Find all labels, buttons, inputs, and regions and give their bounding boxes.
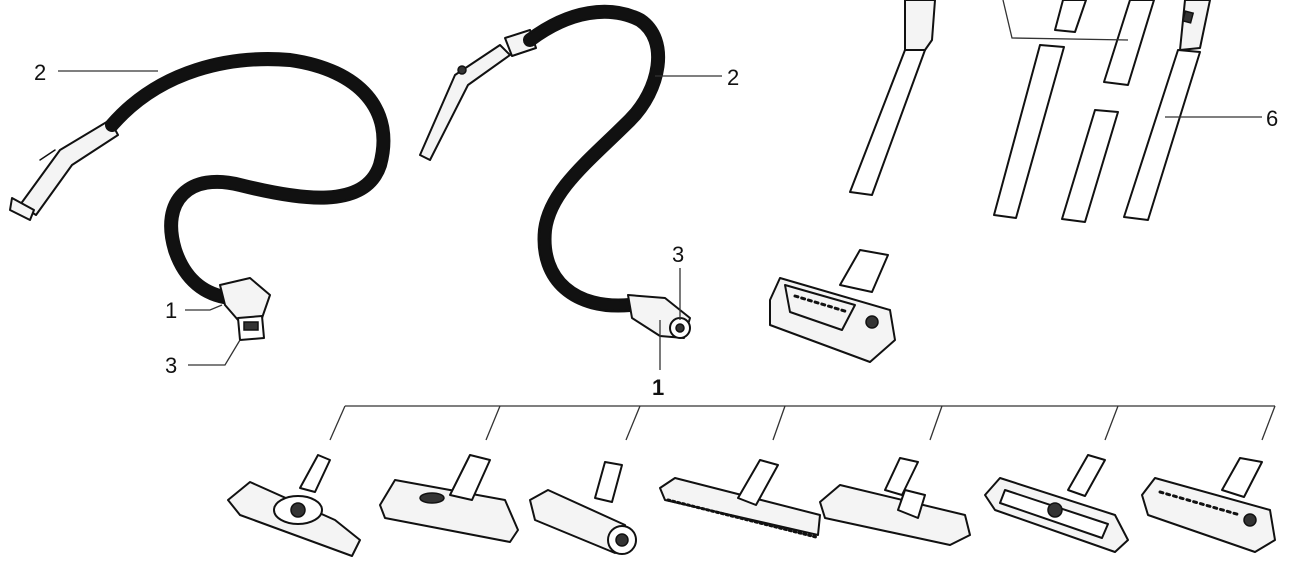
tube-segment-lower (993, 44, 1065, 219)
callout-leaders (58, 70, 1262, 370)
nozzle-row (227, 405, 1276, 557)
callout-connector-b: 3 (672, 242, 684, 267)
tube-telescopic (1123, 0, 1211, 221)
nozzle-7 (984, 454, 1129, 553)
callout-hose-a: 2 (34, 60, 46, 85)
callout-tube-group: 6 (1266, 106, 1278, 131)
nozzle-4 (529, 461, 637, 555)
tube-segment-upper (1054, 0, 1087, 33)
nozzle-6 (819, 457, 971, 546)
tube-short (1061, 0, 1155, 223)
nozzle-5 (659, 459, 821, 539)
callout-grip-a: 1 (165, 298, 177, 323)
callout-hose-b: 2 (727, 65, 739, 90)
tube-set (849, 0, 1211, 223)
nozzle-8 (1141, 457, 1276, 553)
nozzle-3 (379, 454, 519, 543)
hose-coiled (9, 52, 391, 341)
nozzle-2 (227, 454, 361, 557)
callout-connector-a: 3 (165, 353, 177, 378)
hose-looped (419, 4, 691, 339)
nozzle-1 (769, 249, 896, 363)
callouts: 2 2 6 1 3 3 1 (34, 60, 1278, 400)
callout-nozzle-group: 1 (652, 375, 664, 400)
tube-long (849, 0, 936, 196)
